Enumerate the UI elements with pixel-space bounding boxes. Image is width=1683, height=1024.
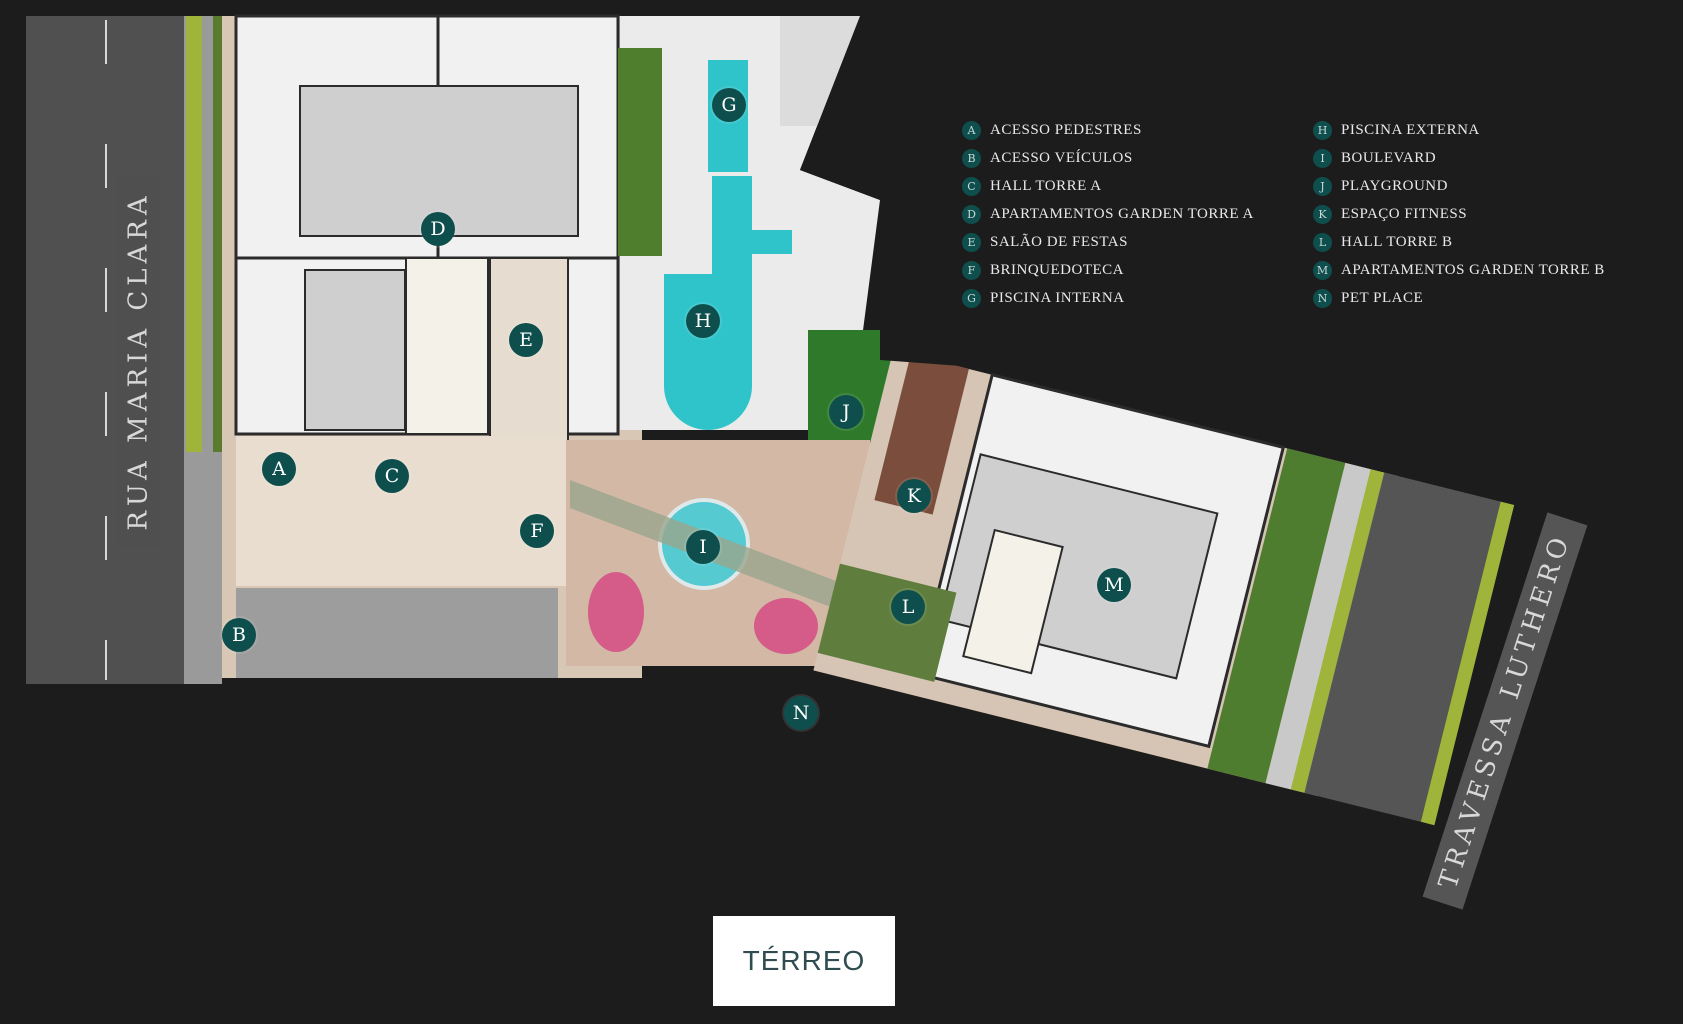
hedge-right	[1290, 469, 1385, 793]
tower-b-core	[962, 528, 1064, 675]
legend-badge: M	[1313, 260, 1332, 280]
street-left-road	[26, 16, 184, 684]
map-marker-m[interactable]: M	[1097, 568, 1131, 602]
legend-badge: H	[1313, 120, 1332, 140]
legend-badge: I	[1313, 148, 1332, 168]
map-marker-i[interactable]: I	[686, 530, 720, 564]
tower-a-units	[299, 85, 579, 237]
legend-label: HALL TORRE B	[1341, 233, 1453, 250]
sidewalk-right	[1265, 462, 1371, 790]
pet-place-lawn	[817, 563, 957, 682]
legend-badge: C	[962, 176, 981, 196]
legend-column-left: A ACESSO PEDESTRES B ACESSO VEÍCULOS C HALL…	[962, 116, 1254, 312]
legend-item-c[interactable]: C HALL TORRE A	[962, 172, 1254, 200]
map-marker-a[interactable]: A	[262, 452, 296, 486]
legend-item-m[interactable]: M APARTAMENTOS GARDEN TORRE B	[1313, 256, 1605, 284]
map-marker-c[interactable]: C	[375, 459, 409, 493]
legend-item-b[interactable]: B ACESSO VEÍCULOS	[962, 144, 1254, 172]
map-marker-f[interactable]: F	[520, 514, 554, 548]
map-marker-k[interactable]: K	[897, 479, 931, 513]
street-right-road	[1304, 472, 1501, 822]
legend-item-h[interactable]: H PISCINA EXTERNA	[1313, 116, 1605, 144]
map-marker-g[interactable]: G	[712, 88, 746, 122]
legend-badge: N	[1313, 288, 1332, 308]
map-marker-l[interactable]: L	[891, 590, 925, 624]
legend-item-f[interactable]: F BRINQUEDOTECA	[962, 256, 1254, 284]
legend-badge: G	[962, 288, 981, 308]
legend-item-n[interactable]: N PET PLACE	[1313, 284, 1605, 312]
legend-badge: F	[962, 260, 981, 280]
legend-label: ACESSO PEDESTRES	[990, 121, 1142, 138]
legend-badge: D	[962, 204, 981, 224]
legend-label: PET PLACE	[1341, 289, 1424, 306]
legend-badge: E	[962, 232, 981, 252]
green-strip	[618, 48, 662, 256]
flower-garden	[754, 598, 818, 654]
hedge-left	[186, 16, 202, 452]
fitness-deck	[874, 354, 969, 515]
map-marker-b[interactable]: B	[222, 618, 256, 652]
legend-item-j[interactable]: J PLAYGROUND	[1313, 172, 1605, 200]
legend-badge: J	[1313, 176, 1332, 196]
map-marker-d[interactable]: D	[421, 212, 455, 246]
legend-badge: L	[1313, 232, 1332, 252]
garden-strip-right	[1207, 448, 1346, 784]
legend-label: APARTAMENTOS GARDEN TORRE B	[1341, 261, 1605, 278]
legend-item-a[interactable]: A ACESSO PEDESTRES	[962, 116, 1254, 144]
tower-a-units-lower	[304, 269, 406, 431]
map-marker-e[interactable]: E	[509, 323, 543, 357]
legend-badge: B	[962, 148, 981, 168]
legend-badge: A	[962, 120, 981, 140]
legend-item-i[interactable]: I BOULEVARD	[1313, 144, 1605, 172]
parking-lot	[236, 588, 558, 678]
site-gap	[800, 16, 1683, 420]
legend-item-e[interactable]: E SALÃO DE FESTAS	[962, 228, 1254, 256]
map-marker-j[interactable]: J	[829, 395, 863, 429]
legend-label: HALL TORRE A	[990, 177, 1102, 194]
legend-label: ACESSO VEÍCULOS	[990, 149, 1133, 166]
tower-a-core	[405, 257, 489, 435]
legend-label: PISCINA EXTERNA	[1341, 121, 1480, 138]
map-marker-n[interactable]: N	[784, 696, 818, 730]
hedge-right-far	[1420, 501, 1515, 826]
legend-item-g[interactable]: G PISCINA INTERNA	[962, 284, 1254, 312]
legend-label: BOULEVARD	[1341, 149, 1437, 166]
legend-label: PLAYGROUND	[1341, 177, 1448, 194]
legend-label: SALÃO DE FESTAS	[990, 233, 1128, 250]
legend-label: BRINQUEDOTECA	[990, 261, 1124, 278]
legend-item-k[interactable]: K ESPAÇO FITNESS	[1313, 200, 1605, 228]
flower-garden	[588, 572, 644, 652]
outdoor-pool	[664, 176, 752, 430]
street-label-rua-maria-clara: RUA MARIA CLARA	[117, 175, 160, 547]
legend-item-l[interactable]: L HALL TORRE B	[1313, 228, 1605, 256]
floor-selector-button[interactable]: TÉRREO	[713, 916, 895, 1006]
legend-label: PISCINA INTERNA	[990, 289, 1125, 306]
legend-label: APARTAMENTOS GARDEN TORRE A	[990, 205, 1254, 222]
map-marker-h[interactable]: H	[686, 304, 720, 338]
pool-branch	[752, 230, 792, 254]
legend-label: ESPAÇO FITNESS	[1341, 205, 1468, 222]
party-hall-area	[489, 257, 569, 471]
legend-item-d[interactable]: D APARTAMENTOS GARDEN TORRE A	[962, 200, 1254, 228]
legend-badge: K	[1313, 204, 1332, 224]
